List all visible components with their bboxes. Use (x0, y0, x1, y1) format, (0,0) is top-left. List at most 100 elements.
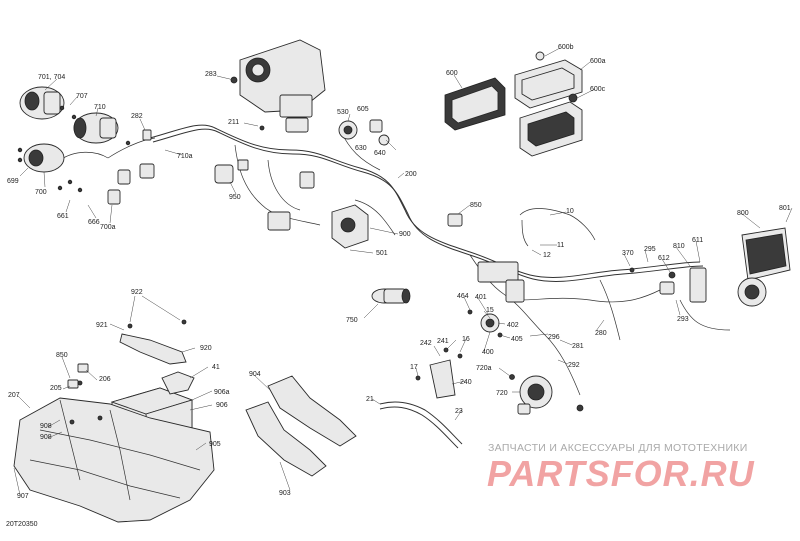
callout-906a: 906a (214, 389, 230, 396)
relay-block-cluster (477, 261, 525, 303)
hose-23 (379, 401, 463, 449)
callout-283: 283 (205, 71, 217, 78)
callout-15: 15 (486, 307, 494, 314)
connector-small (107, 129, 155, 205)
callout-904: 904 (249, 371, 261, 378)
callout-295: 295 (644, 246, 656, 253)
callout-750: 750 (346, 317, 358, 324)
callout-801: 801 (779, 205, 791, 212)
callout-leaders (13, 47, 793, 496)
module-900 (331, 204, 369, 249)
callout-900: 900 (399, 231, 411, 238)
callout-296: 296 (548, 334, 560, 341)
heat-shield-903 (245, 401, 327, 477)
callout-401: 401 (475, 294, 487, 301)
callout-240: 240 (460, 379, 472, 386)
callout-640: 640 (374, 150, 386, 157)
callout-17: 17 (410, 364, 418, 371)
callout-292: 292 (568, 362, 580, 369)
callout-666: 666 (88, 219, 100, 226)
throttle-body-assembly (230, 39, 326, 133)
callout-700a: 700a (100, 224, 116, 231)
diagram-code: 20T20350 (6, 521, 38, 528)
bolt-group (17, 105, 131, 193)
callout-10: 10 (566, 208, 574, 215)
callout-405: 405 (511, 336, 523, 343)
horn-750-right (737, 277, 767, 307)
callout-205: 205 (50, 385, 62, 392)
callout-908-a: 908 (40, 423, 52, 430)
callout-600a: 600a (590, 58, 606, 65)
callout-922: 922 (131, 289, 143, 296)
callout-200: 200 (405, 171, 417, 178)
fuse-box-cover-600a (514, 59, 583, 109)
callout-280: 280 (595, 330, 607, 337)
power-outlet-750 (371, 288, 411, 304)
callout-501: 501 (376, 250, 388, 257)
callout-12: 12 (543, 252, 551, 259)
callout-611: 611 (692, 237, 703, 244)
callout-700: 700 (35, 189, 47, 196)
starter-motor-assembly-2 (73, 112, 119, 144)
bracket-240 (415, 347, 463, 399)
ecu-module-600 (444, 77, 506, 131)
callout-281: 281 (572, 343, 584, 350)
starter-motor-assembly (19, 86, 65, 120)
callout-293: 293 (677, 316, 689, 323)
callout-699: 699 (7, 178, 19, 185)
callout-16: 16 (462, 336, 470, 343)
callout-710a: 710a (177, 153, 193, 160)
fuse-box-base-600c (519, 51, 583, 157)
callout-908-b: 908 (40, 434, 52, 441)
callout-661: 661 (57, 213, 69, 220)
harness-connectors-center (214, 159, 315, 231)
callout-707: 707 (76, 93, 88, 100)
callout-906: 906 (216, 402, 228, 409)
callout-905: 905 (209, 441, 221, 448)
callout-41: 41 (212, 364, 220, 371)
gauge-display-800 (741, 227, 791, 281)
callout-600c: 600c (590, 86, 606, 93)
watermark-subtitle: ЗАПЧАСТИ И АКСЕССУАРЫ ДЛЯ МОТОТЕХНИКИ (488, 442, 748, 454)
callout-206: 206 (99, 376, 111, 383)
connectors-205-206 (67, 363, 89, 389)
callout-23: 23 (455, 408, 463, 415)
callout-612: 612 (658, 255, 670, 262)
callout-810: 810 (673, 243, 685, 250)
callout-720a: 720a (476, 365, 492, 372)
callout-402: 402 (507, 322, 519, 329)
callout-850-bottom: 850 (56, 352, 68, 359)
connector-850 (447, 213, 463, 227)
callout-921: 921 (96, 322, 108, 329)
callout-710: 710 (94, 104, 106, 111)
heat-shield-904 (267, 375, 357, 447)
callout-850-top: 850 (470, 202, 482, 209)
callout-242: 242 (420, 340, 432, 347)
battery-tray-905 (13, 397, 215, 523)
callout-800: 800 (737, 210, 749, 217)
callout-370: 370 (622, 250, 634, 257)
horn-720 (509, 374, 584, 415)
callout-903: 903 (279, 490, 291, 497)
callout-207: 207 (8, 392, 20, 399)
callout-605: 605 (357, 106, 369, 113)
callout-21: 21 (366, 396, 374, 403)
callout-950: 950 (229, 194, 241, 201)
callout-400: 400 (482, 349, 494, 356)
callout-labels: 701, 704 707 710 282 283 211 699 700 710… (7, 44, 791, 500)
callout-701-704: 701, 704 (38, 74, 65, 81)
starter-motor-assembly-3 (23, 143, 65, 173)
callout-11: 11 (557, 242, 564, 249)
callout-530: 530 (337, 109, 349, 116)
sensor-group (338, 119, 390, 146)
callout-630: 630 (355, 145, 367, 152)
callout-600: 600 (446, 70, 458, 77)
callout-920: 920 (200, 345, 212, 352)
watermark-logo: PARTSFOR.RU (487, 453, 755, 494)
relay-bracket-810 (629, 267, 707, 303)
callout-720: 720 (496, 390, 508, 397)
battery-cable-41 (161, 371, 195, 395)
callout-464: 464 (457, 293, 469, 300)
